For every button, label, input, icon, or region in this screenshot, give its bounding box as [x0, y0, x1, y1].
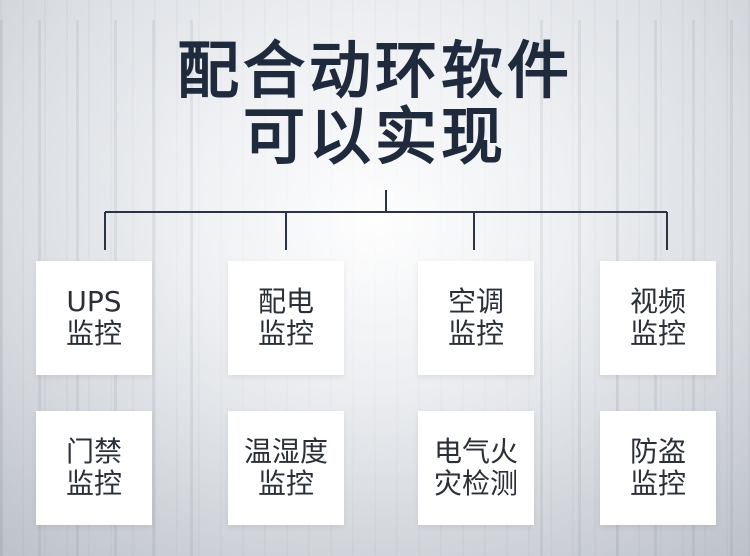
- card-temperature-humidity-monitoring: 温湿度 监控: [228, 411, 344, 525]
- card-label-line2: 监控: [65, 467, 122, 500]
- title-line-2: 可以实现: [242, 100, 507, 173]
- card-label-line1: 视频: [629, 285, 686, 318]
- card-label-line1: 配电: [257, 285, 314, 318]
- card-label-line2: 灾检测: [433, 467, 518, 500]
- card-label-line2: 监控: [629, 467, 686, 500]
- card-access-control-monitoring: 门禁 监控: [36, 411, 152, 525]
- card-label-line2: 监控: [257, 317, 314, 350]
- card-label-line1: 电气火: [433, 435, 518, 468]
- card-label-line1: 门禁: [65, 435, 122, 468]
- card-label-line2: 监控: [447, 317, 504, 350]
- card-label-line1: 温湿度: [243, 435, 328, 468]
- title-line-1: 配合动环软件: [176, 34, 573, 107]
- card-electrical-fire-detection: 电气火 灾检测: [418, 411, 534, 525]
- card-power-distribution-monitoring: 配电 监控: [228, 261, 344, 375]
- card-label-line1: 空调: [447, 285, 504, 318]
- card-label-line1: 防盗: [629, 435, 686, 468]
- card-label-line1: UPS: [66, 285, 122, 318]
- card-video-monitoring: 视频 监控: [600, 261, 716, 375]
- card-label-line2: 监控: [257, 467, 314, 500]
- card-air-conditioning-monitoring: 空调 监控: [418, 261, 534, 375]
- card-anti-theft-monitoring: 防盗 监控: [600, 411, 716, 525]
- card-label-line2: 监控: [629, 317, 686, 350]
- card-ups-monitoring: UPS 监控: [36, 261, 152, 375]
- card-label-line2: 监控: [65, 317, 122, 350]
